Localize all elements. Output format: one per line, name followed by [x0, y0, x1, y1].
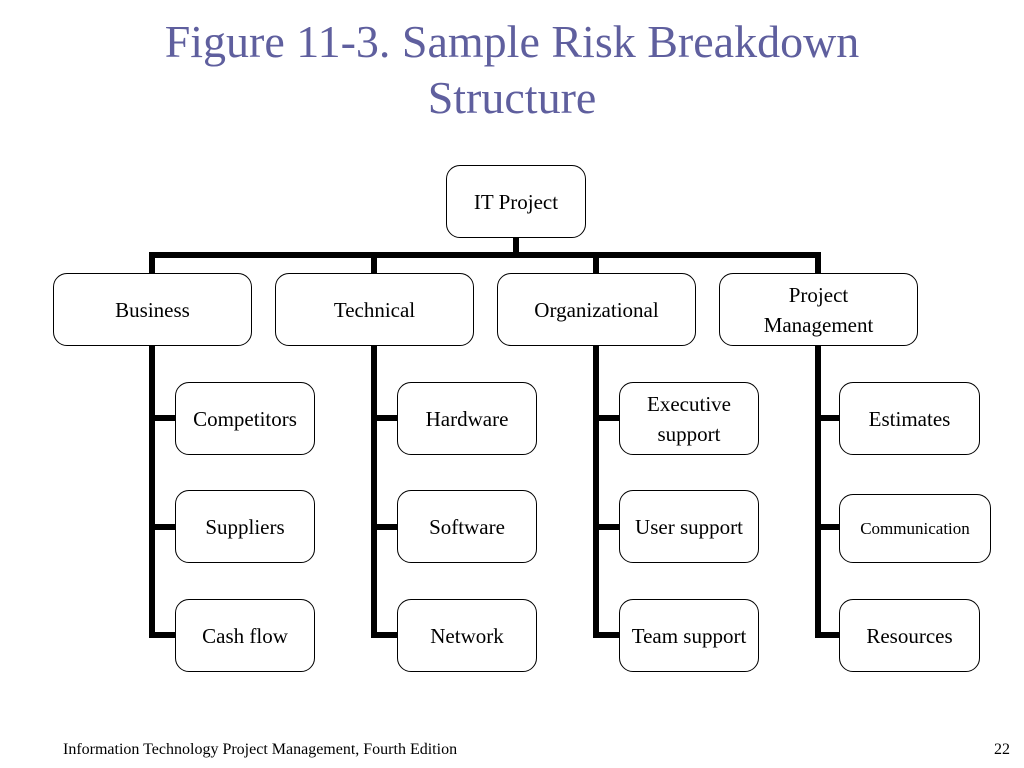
node-it-project: IT Project: [446, 165, 586, 238]
node-resources: Resources: [839, 599, 980, 672]
node-hardware: Hardware: [397, 382, 537, 455]
footer-source: Information Technology Project Managemen…: [63, 741, 458, 758]
node-user-support: User support: [619, 490, 759, 563]
node-business: Business: [53, 273, 252, 346]
title-line-1: Figure 11-3. Sample Risk Breakdown: [164, 16, 860, 67]
node-network: Network: [397, 599, 537, 672]
node-executive-support: Executive support: [619, 382, 759, 455]
node-software: Software: [397, 490, 537, 563]
page-title: Figure 11-3. Sample Risk Breakdown Struc…: [0, 14, 1024, 126]
node-technical: Technical: [275, 273, 474, 346]
node-suppliers: Suppliers: [175, 490, 315, 563]
node-organizational: Organizational: [497, 273, 696, 346]
node-estimates: Estimates: [839, 382, 980, 455]
node-communication: Communication: [839, 494, 991, 563]
node-team-support: Team support: [619, 599, 759, 672]
node-cash-flow: Cash flow: [175, 599, 315, 672]
page-number: 22: [994, 741, 1010, 758]
node-project-management: Project Management: [719, 273, 918, 346]
node-competitors: Competitors: [175, 382, 315, 455]
title-line-2: Structure: [427, 72, 597, 123]
